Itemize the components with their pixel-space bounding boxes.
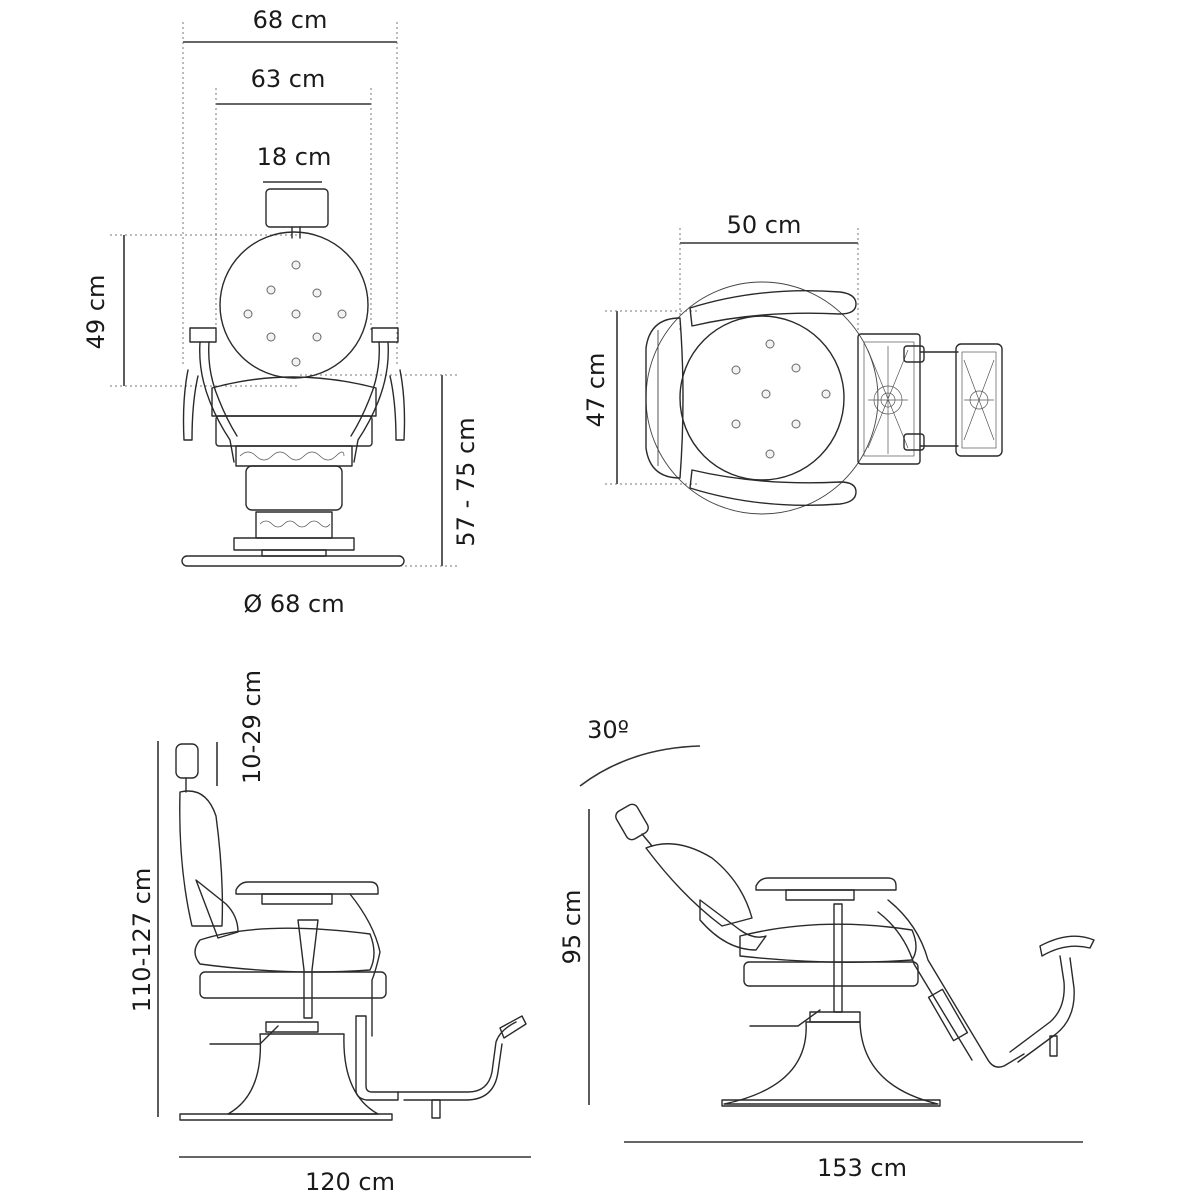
label-seat-height: 57 - 75 cm <box>452 417 480 546</box>
chair-side-illustration <box>175 743 527 1121</box>
label-depth: 47 cm <box>582 353 610 428</box>
armrest-side <box>235 881 379 895</box>
pedestal-reclined <box>723 1021 939 1105</box>
backrest-reclined <box>645 843 753 927</box>
seat-base-reclined <box>743 961 919 987</box>
base-reclined <box>721 1099 941 1107</box>
backrest-top <box>645 317 684 479</box>
seat-ornament-panel <box>235 445 353 467</box>
label-outer-width: 68 cm <box>253 6 328 34</box>
label-recline-angle: 30º <box>587 716 629 744</box>
backrest-bracket <box>195 879 239 939</box>
label-length: 120 cm <box>305 1168 395 1196</box>
headrest-side <box>175 743 199 779</box>
label-total-height: 110-127 cm <box>128 868 156 1012</box>
footrest-panel-reclined <box>927 988 969 1042</box>
seat-frame <box>215 415 373 447</box>
armrest-top-lower <box>689 469 857 506</box>
footrest-side <box>499 1015 527 1039</box>
label-width: 50 cm <box>727 211 802 239</box>
seat-side <box>194 927 375 973</box>
footrest-plate <box>857 333 921 465</box>
headrest <box>265 188 329 228</box>
footrest-front <box>245 465 343 511</box>
reclined-view: 30º 95 cm 153 cm <box>558 716 1095 1182</box>
base-outline <box>645 281 879 515</box>
top-view: 50 cm 47 cm <box>582 211 1003 515</box>
label-headrest-width: 18 cm <box>257 143 332 171</box>
backrest <box>219 231 369 379</box>
footrest-reclined <box>1039 935 1095 957</box>
recline-arc <box>579 745 701 787</box>
armrest-top-upper <box>689 290 857 327</box>
chair-reclined-illustration <box>615 803 1095 1107</box>
label-headrest-travel: 10-29 cm <box>238 670 266 784</box>
seat-reclined <box>739 923 917 963</box>
chair-front-illustration <box>181 188 406 567</box>
label-inner-width: 63 cm <box>251 65 326 93</box>
armrest-handle <box>261 893 333 905</box>
base-plate <box>181 555 405 567</box>
base-side <box>179 1113 393 1121</box>
backrest-side <box>179 790 224 927</box>
left-armrest-pad <box>189 327 217 343</box>
seat-base-side <box>199 971 387 999</box>
seat-top <box>679 315 845 481</box>
headrest-reclined <box>615 803 649 841</box>
armrest-handle-reclined <box>785 889 855 901</box>
label-reclined-length: 153 cm <box>817 1154 907 1182</box>
base-collar <box>233 537 355 551</box>
lever <box>297 919 319 1019</box>
label-reclined-height: 95 cm <box>558 890 586 965</box>
chair-top-illustration <box>645 281 1003 515</box>
footrest-tip <box>955 343 1003 457</box>
seat-cushion <box>211 376 377 417</box>
armrest-reclined <box>755 877 897 891</box>
front-view: 68 cm 63 cm 18 cm 49 cm 57 - 75 cm Ø 68 … <box>82 6 480 618</box>
label-backrest-height: 49 cm <box>82 275 110 350</box>
right-armrest-pad <box>371 327 399 343</box>
label-base-diameter: Ø 68 cm <box>243 590 344 618</box>
side-view: 110-127 cm 10-29 cm 120 cm <box>128 670 531 1196</box>
